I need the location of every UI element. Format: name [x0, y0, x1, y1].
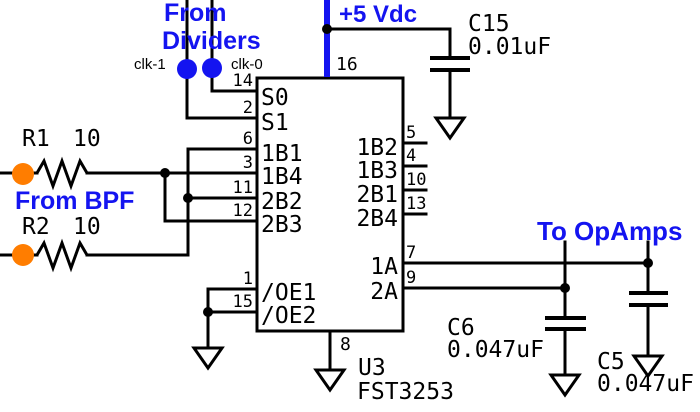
net-oe-wire: [206, 287, 259, 350]
ic-pin-name-1b2: 1B2: [356, 135, 398, 161]
resistor-r2: [35, 238, 89, 273]
junction-dot-r1: [160, 168, 170, 178]
ic-pin-num-11: 11: [232, 178, 253, 198]
net-label-supply: +5 Vdc: [339, 1, 418, 28]
ic-pin-num-16: 16: [336, 54, 358, 75]
net-label-from-dividers-line2: Dividers: [162, 27, 261, 55]
net-clk1-wire: [185, 0, 259, 120]
ic-pin-num-4: 4: [406, 146, 417, 166]
ic-pin-name-1a: 1A: [370, 254, 398, 280]
ground-symbol-c5: [631, 354, 665, 379]
junction-dot-1a: [643, 258, 653, 268]
ic-pin-name-2b3: 2B3: [261, 212, 303, 238]
ic-part-number: FST3253: [357, 379, 454, 405]
ic-pin-num-6: 6: [242, 129, 253, 149]
c15-value: 0.01uF: [468, 34, 552, 60]
ic-pin-name-2a: 2A: [370, 279, 398, 305]
r2-value: 10: [73, 214, 101, 240]
capacitor-c6: [545, 316, 586, 331]
ic-designator: U3: [358, 355, 386, 381]
ic-pin-num-13: 13: [406, 194, 427, 214]
net-clk0-wire: [210, 0, 259, 93]
capacitor-c15: [430, 56, 470, 72]
ic-pin-num-3: 3: [242, 153, 253, 173]
junction-dot-r2: [183, 193, 193, 203]
ic-pin-name-s0: S0: [261, 85, 289, 111]
ic-pin-name-1b4: 1B4: [261, 164, 303, 190]
ic-pin-name-2b1: 2B1: [356, 182, 398, 208]
ic-pin-name-1b1: 1B1: [261, 141, 303, 167]
ic-pin-num-2: 2: [242, 98, 253, 118]
ground-symbol-c15: [433, 116, 467, 141]
net-2a-output-wire: [401, 240, 567, 320]
net-vcc-c15-wire: [325, 27, 452, 120]
ic-pin-name-1b3: 1B3: [356, 158, 398, 184]
r1-input-terminal-dot: [12, 163, 34, 185]
c5-value: 0.047uF: [597, 371, 694, 397]
c6-ref: C6: [447, 315, 475, 341]
ic-pin-num-15: 15: [232, 292, 253, 312]
ground-symbol-oe: [191, 346, 225, 371]
net-label-to-opamps: To OpAmps: [537, 216, 683, 246]
net-1a-output-wire: [401, 240, 650, 295]
ic-pin-num-10: 10: [406, 170, 427, 190]
clk0-terminal-dot: [202, 58, 222, 78]
ic-pin-num-1: 1: [242, 269, 253, 289]
ground-symbol-pin8: [313, 368, 347, 393]
ic-pin-num-9: 9: [406, 268, 417, 288]
clk1-terminal-dot: [177, 59, 197, 79]
ic-pin-name-2b4: 2B4: [356, 206, 398, 232]
junction-dot-2a: [560, 283, 570, 293]
junction-dot-oe: [203, 307, 213, 317]
c15-ref: C15: [468, 11, 510, 37]
c5-ref: C5: [597, 349, 625, 375]
junction-dot-vcc: [322, 24, 332, 34]
ic-pin-name-oe2: /OE2: [261, 303, 317, 329]
r2-input-terminal-dot: [12, 244, 34, 266]
ic-pin-num-14: 14: [232, 71, 253, 91]
clk1-label: clk-1: [134, 56, 166, 73]
ic-pin-name-oe1: /OE1: [261, 280, 317, 306]
ic-pin-name-2b2: 2B2: [261, 189, 303, 215]
ic-pin-num-5: 5: [406, 123, 417, 143]
ground-symbol-c6: [548, 373, 582, 398]
c6-value: 0.047uF: [447, 337, 544, 363]
net-label-from-dividers-line1: From: [164, 0, 227, 27]
ic-body: [255, 76, 405, 333]
r1-ref: R1: [22, 126, 50, 152]
ic-pin-name-s1: S1: [261, 110, 289, 136]
resistor-r1: [35, 156, 89, 191]
ic-pin-num-12: 12: [232, 201, 253, 221]
capacitor-c5: [629, 291, 668, 307]
r2-ref: R2: [22, 214, 50, 240]
ic-right-stub-wires: [401, 141, 428, 216]
ic-pin-num-8: 8: [340, 334, 351, 355]
net-label-from-bpf: From BPF: [15, 187, 135, 215]
ic-pin-num-7: 7: [406, 243, 417, 263]
r1-value: 10: [73, 126, 101, 152]
clk0-label: clk-0: [231, 56, 263, 73]
